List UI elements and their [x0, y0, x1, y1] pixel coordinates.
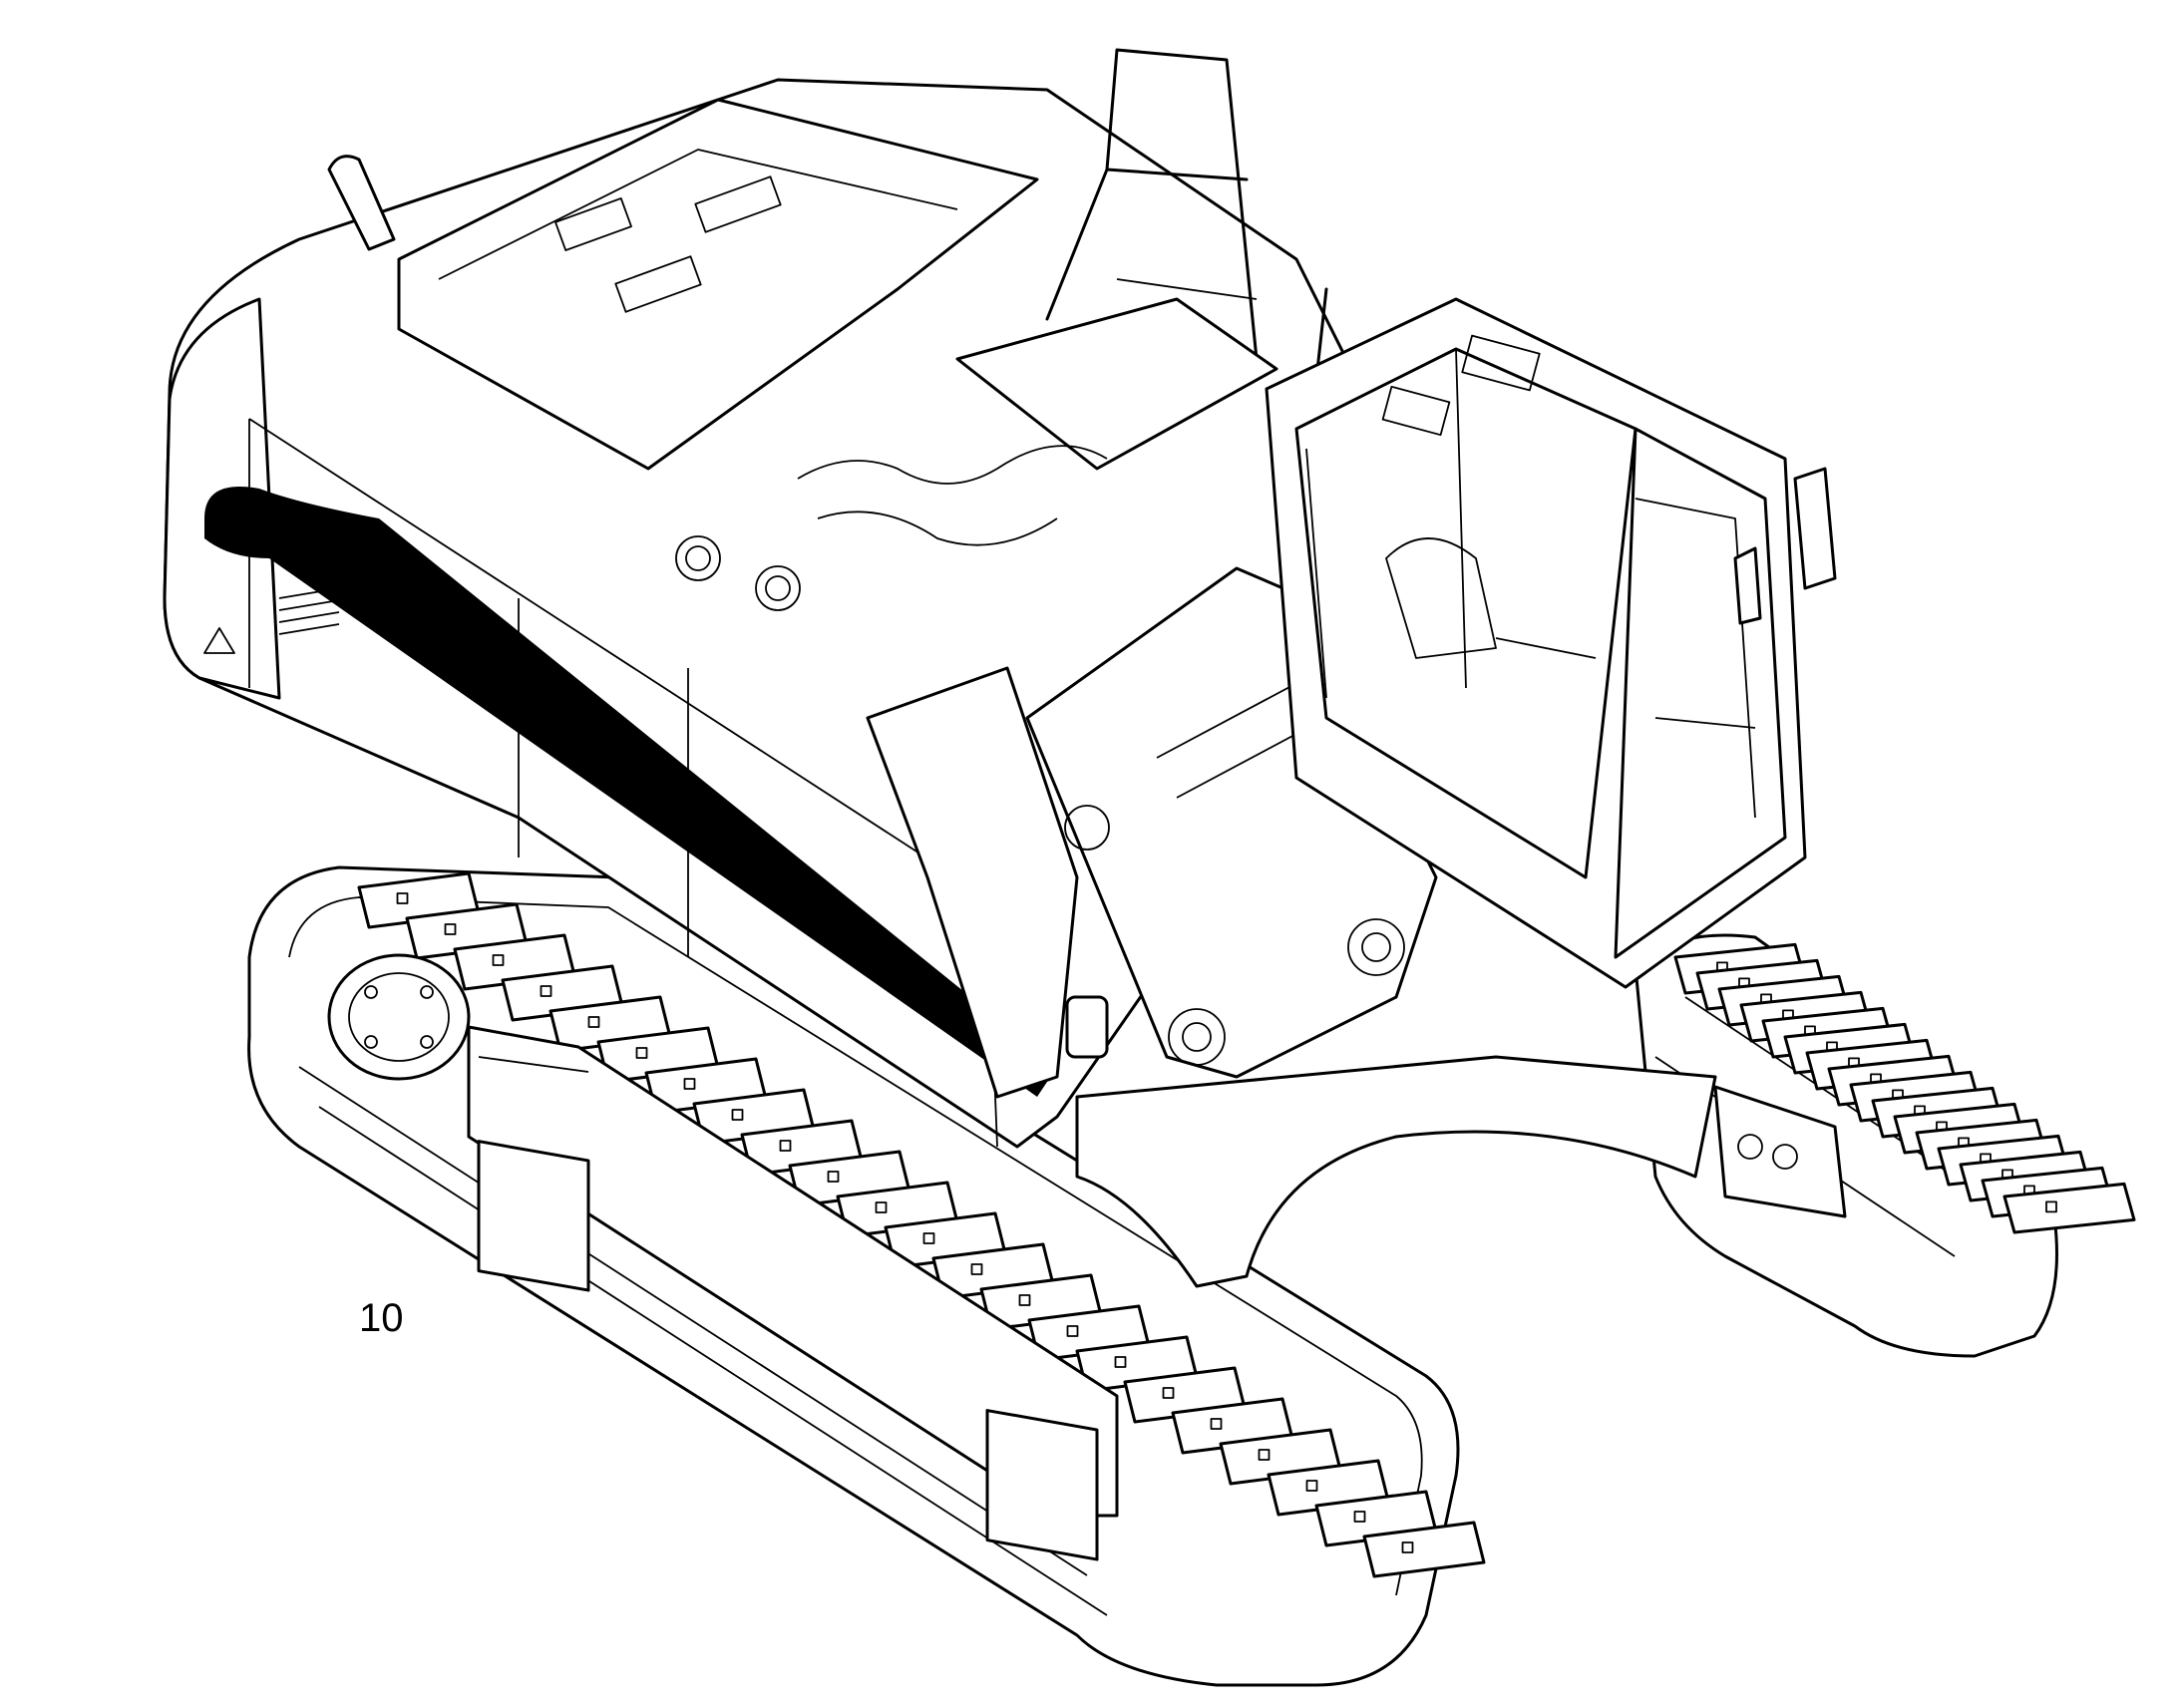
- track-shoe-slot: [1401, 1541, 1414, 1553]
- track-shoe-slot: [970, 1263, 983, 1275]
- track-shoe-slot: [731, 1109, 744, 1121]
- track-shoe: [2002, 1182, 2136, 1234]
- track-shoe-slot: [492, 954, 505, 966]
- track-shoe-slot: [540, 985, 552, 997]
- right-track: [1634, 933, 2058, 1358]
- left-track-shoes: [357, 871, 1486, 1578]
- figure-number: 10: [359, 1296, 404, 1340]
- track-shoe-slot: [1258, 1449, 1271, 1461]
- track-shoe: [1362, 1521, 1486, 1578]
- track-shoe-slot: [922, 1232, 935, 1244]
- track-shoe-slot: [1162, 1387, 1175, 1399]
- left-track-frame: [467, 1025, 1119, 1561]
- track-shoe-slot: [827, 1171, 840, 1183]
- track-shoe-slot: [683, 1078, 696, 1090]
- right-track-shoes: [1673, 942, 2136, 1234]
- track-shoe-slot: [1353, 1511, 1366, 1523]
- track-shoe-slot: [587, 1016, 600, 1028]
- track-shoe-slot: [444, 923, 457, 935]
- track-shoe-slot: [396, 892, 409, 904]
- track-shoe-slot: [1210, 1418, 1223, 1430]
- track-shoe-slot: [1305, 1480, 1318, 1492]
- track-shoe-slot: [1018, 1294, 1031, 1306]
- upper-structure: [163, 48, 1637, 1149]
- track-shoe-slot: [2045, 1200, 2057, 1213]
- track-shoe-slot: [779, 1140, 792, 1152]
- left-drive-sprocket: [327, 953, 471, 1081]
- track-shoe-slot: [1114, 1356, 1127, 1368]
- track-shoe-slot: [875, 1201, 888, 1213]
- track-shoe-slot: [1066, 1325, 1079, 1337]
- track-shoe-slot: [635, 1047, 648, 1059]
- undercarriage-center: [1075, 1055, 1717, 1288]
- operator-cab: [1265, 297, 1837, 989]
